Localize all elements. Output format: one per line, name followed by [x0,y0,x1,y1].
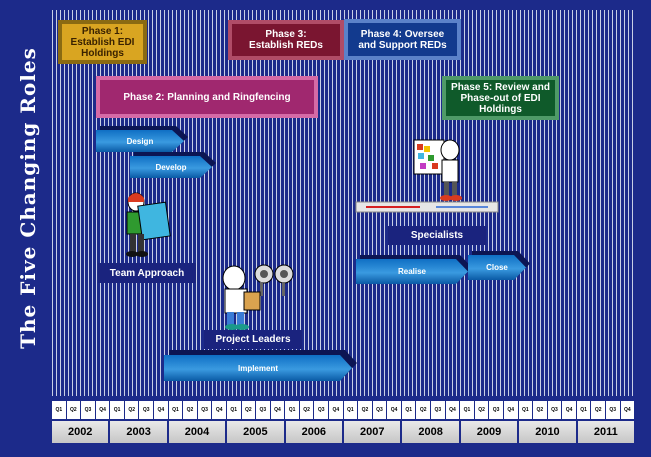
quarter-cell: Q2 [66,401,81,419]
quarter-cell: Q2 [474,401,489,419]
quarter-cell: Q1 [52,401,66,419]
develop-label: Develop [155,162,187,172]
quarter-cell: Q4 [562,401,576,419]
quarter-cell: Q4 [270,401,285,419]
quarter-cell: Q2 [183,401,197,419]
quarter-cell: Q4 [445,401,460,419]
phase-1-box: Phase 1: Establish EDI Holdings [58,20,147,64]
quarter-cell: Q1 [401,401,416,419]
year-cell: 2011 [577,421,635,443]
specialists-label: Specialists [388,226,486,245]
quarter-cell: Q2 [591,401,605,419]
year-cell: 2007 [344,421,401,443]
implement-arrow: Implement [164,355,352,381]
year-cell: 2006 [285,421,343,443]
quarter-cell: Q2 [124,401,139,419]
design-label: Design [126,136,154,146]
quarter-cell: Q4 [212,401,226,419]
year-cell: 2002 [52,421,109,443]
quarter-cell: Q1 [110,401,124,419]
quarter-cell: Q3 [489,401,503,419]
striped-background [52,10,634,396]
quarter-cell: Q1 [518,401,533,419]
team-approach-label: Team Approach [98,263,196,283]
implement-label: Implement [237,363,278,373]
close-label: Close [486,263,508,272]
quarter-cell: Q3 [547,401,562,419]
quarter-cell: Q4 [95,401,110,419]
quarter-cell: Q4 [328,401,343,419]
quarter-cell: Q4 [620,401,635,419]
phase-4-box: Phase 4: Oversee and Support REDs [344,19,461,60]
realise-arrow: Realise [356,259,468,284]
quarter-cell: Q4 [503,401,518,419]
quarter-cell: Q3 [139,401,154,419]
phase-2-box: Phase 2: Planning and Ringfencing [96,76,318,118]
year-cell: 2004 [168,421,226,443]
quarter-cell: Q2 [241,401,256,419]
quarter-cell: Q1 [576,401,591,419]
quarter-cell: Q3 [605,401,620,419]
quarter-cell: Q2 [416,401,431,419]
quarter-cell: Q1 [343,401,358,419]
side-title-container: The Five Changing Roles [8,0,48,396]
close-arrow: Close [468,255,526,280]
project-leaders-figure [222,264,294,330]
quarter-cell: Q4 [387,401,401,419]
quarter-cell: Q1 [285,401,299,419]
quarter-cell: Q1 [168,401,183,419]
specialists-figure [413,139,462,201]
year-cell: 2005 [227,421,284,443]
year-cell: 2008 [402,421,459,443]
year-cell: 2003 [110,421,167,443]
year-cell: 2010 [519,421,576,443]
quarter-cell: Q3 [372,401,387,419]
quarter-cell: Q2 [358,401,372,419]
ruler-graphic [355,201,499,213]
quarter-cell: Q3 [431,401,445,419]
develop-arrow: Develop [130,156,212,178]
project-leaders-label: Project Leaders [204,330,302,349]
design-arrow: Design [96,130,184,152]
phase-3-box: Phase 3: Establish REDs [228,20,344,60]
quarter-cell: Q4 [154,401,168,419]
realise-label: Realise [397,267,427,276]
quarter-cell: Q3 [256,401,270,419]
quarter-cell: Q3 [314,401,328,419]
quarter-cell: Q2 [299,401,314,419]
slide-title: The Five Changing Roles [16,47,41,349]
quarter-cell: Q3 [197,401,212,419]
quarter-cell: Q3 [81,401,95,419]
quarter-cell: Q1 [226,401,241,419]
team-approach-figure [126,192,171,257]
quarter-cell: Q1 [460,401,474,419]
quarter-cell: Q2 [533,401,547,419]
phase-5-box: Phase 5: Review and Phase-out of EDI Hol… [442,76,559,120]
year-cell: 2009 [460,421,518,443]
